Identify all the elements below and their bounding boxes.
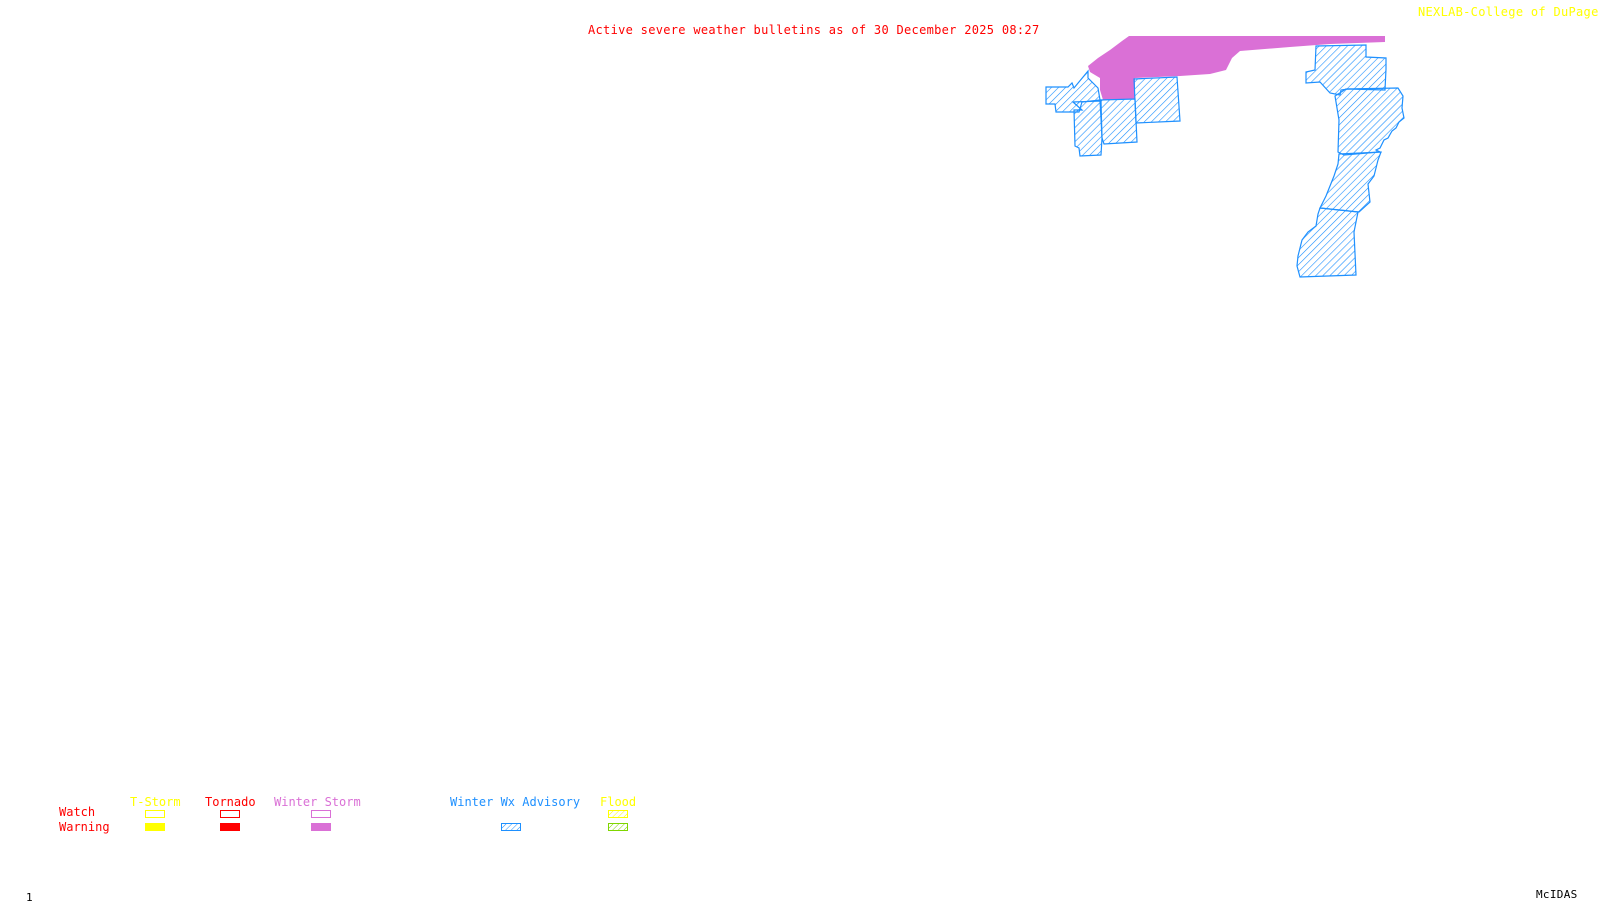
legend-tstorm-label: T-Storm (130, 795, 181, 809)
credit-text: NEXLAB-College of DuPage (1418, 5, 1599, 19)
legend-tornado-watch-swatch (220, 810, 240, 818)
legend-tornado-label: Tornado (205, 795, 256, 809)
advisory-county[interactable] (1296, 207, 1359, 278)
legend-flood-watch-swatch (608, 810, 628, 818)
legend-winter-storm-label: Winter Storm (274, 795, 361, 809)
map-title: Active severe weather bulletins as of 30… (588, 23, 1040, 37)
legend-flood-label: Flood (600, 795, 637, 809)
advisory-county[interactable] (1334, 87, 1405, 156)
legend-winter-storm-watch-swatch (311, 810, 331, 818)
legend-row-watch: Watch (59, 805, 96, 819)
advisory-county[interactable] (1099, 98, 1138, 145)
legend-tstorm-watch-swatch (145, 810, 165, 818)
legend-row-warning: Warning (59, 820, 110, 834)
winter-storm-warning-area[interactable] (1088, 36, 1385, 100)
advisory-county[interactable] (1045, 69, 1101, 113)
winter-wx-advisory-areas (1045, 44, 1405, 278)
legend-tstorm-warning-swatch (145, 823, 165, 831)
advisory-county[interactable] (1319, 151, 1382, 213)
legend-winter-storm-warning-swatch (311, 823, 331, 831)
advisory-county[interactable] (1305, 44, 1387, 96)
advisory-county[interactable] (1133, 76, 1181, 124)
legend-winter-wx-advisory-swatch (501, 823, 521, 831)
legend-flood-warning-swatch (608, 823, 628, 831)
legend-winter-wx-advisory-label: Winter Wx Advisory (450, 795, 581, 809)
mcidas-brand-label: McIDAS (1536, 888, 1578, 901)
frame-number: 1 (26, 891, 33, 904)
legend-tornado-warning-swatch (220, 823, 240, 831)
credit-label: NEXLAB-College of DuPage ⧅ (1418, 6, 1600, 18)
